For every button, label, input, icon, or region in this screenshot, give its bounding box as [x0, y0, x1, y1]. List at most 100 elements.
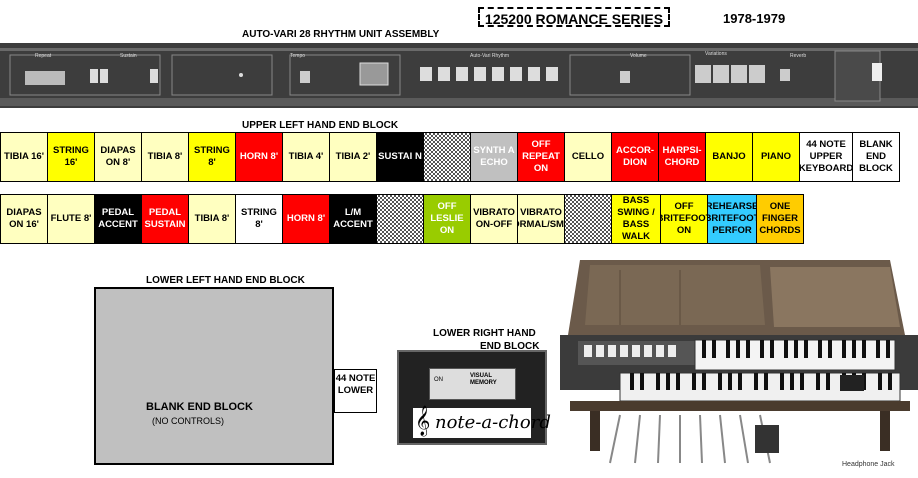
upper-tab-label: 44 NOTE UPPER KEYBOARD: [799, 139, 853, 174]
visual-memory-button[interactable]: ON VISUAL MEMORY: [429, 368, 516, 400]
rhythm-unit-photo: Repeat Sustain Tempo Auto-Vari Rhythm Vo…: [0, 43, 918, 108]
upper-tab-blank-9: [423, 132, 471, 182]
lower-tab-tibia-8[interactable]: TIBIA 8': [188, 194, 236, 244]
upper-tab-label: OFF REPEAT ON: [522, 139, 560, 174]
lower-tab-off-britefoot-on[interactable]: OFF BRITEFOOT ON: [660, 194, 708, 244]
upper-tab-row: TIBIA 16' STRING 16' DIAPAS ON 8' TIBIA 8' S…: [0, 132, 900, 182]
note-a-chord-photo: ON VISUAL MEMORY 𝄞 note-a-chord: [397, 350, 551, 445]
upper-tab-sustai-n[interactable]: SUSTAI N: [376, 132, 424, 182]
lower-right-block-title-line1: LOWER RIGHT HAND: [433, 328, 536, 339]
rhythm-unit-title: AUTO-VARI 28 RHYTHM UNIT ASSEMBLY: [242, 29, 440, 40]
upper-tab-label: CELLO: [571, 151, 605, 162]
lower-tab-string-8[interactable]: STRING 8': [235, 194, 283, 244]
upper-tab-label: TIBIA 4': [288, 151, 324, 162]
upper-tab-label: DIAPAS ON 8': [100, 145, 136, 168]
upper-tab-label: BLANK END BLOCK: [859, 139, 893, 174]
lower-tab-diapas-on-16[interactable]: DIAPAS ON 16': [0, 194, 48, 244]
upper-tab-label: TIBIA 16': [4, 151, 44, 162]
variations-label: Variations: [705, 51, 727, 57]
lower-tab-label: REHEARSE BRITEFOOT PERFOR: [707, 201, 757, 236]
note-44-lower-label: 44 NOTE LOWER: [335, 373, 376, 396]
upper-tab-label: STRING 16': [53, 145, 89, 168]
lower-tab-flute-8[interactable]: FLUTE 8': [47, 194, 95, 244]
lower-tab-rehearse-britefoot-perfor[interactable]: REHEARSE BRITEFOOT PERFOR: [707, 194, 757, 244]
lower-tab-label: PEDAL ACCENT: [98, 207, 138, 230]
lower-tab-bass-swing-bass-walk[interactable]: BASS SWING / BASS WALK: [611, 194, 661, 244]
sustain-label: Sustain: [120, 53, 137, 59]
upper-tab-label: STRING 8': [194, 145, 230, 168]
treble-clef-icon: 𝄞: [415, 406, 431, 436]
lower-tab-pedal-accent[interactable]: PEDAL ACCENT: [94, 194, 142, 244]
upper-tab-label: TIBIA 8': [147, 151, 183, 162]
lower-tab-row: DIAPAS ON 16' FLUTE 8' PEDAL ACCENT PEDAL S…: [0, 194, 804, 244]
blank-end-block-label: BLANK END BLOCK: [146, 401, 253, 413]
lower-tab-label: OFF BRITEFOOT ON: [661, 201, 707, 236]
upper-tab-label: HARPSI-CHORD: [662, 145, 702, 168]
repeat-label: Repeat: [35, 53, 52, 59]
series-title: 125200 ROMANCE SERIES: [478, 7, 670, 27]
lower-tab-label: BASS SWING / BASS WALK: [617, 195, 655, 242]
visual-memory-label: VISUAL MEMORY: [470, 373, 497, 386]
upper-tab-off-repeat-on[interactable]: OFF REPEAT ON: [517, 132, 565, 182]
lower-tab-label: VIBRATO ON-OFF: [473, 207, 515, 230]
upper-tab-banjo[interactable]: BANJO: [705, 132, 753, 182]
no-controls-label: (NO CONTROLS): [152, 416, 224, 426]
headphone-jack-caption: Headphone Jack: [842, 461, 895, 468]
lower-tab-label: ONE FINGER CHORDS: [759, 201, 801, 236]
upper-tab-string-8[interactable]: STRING 8': [188, 132, 236, 182]
upper-tab-accor-dion[interactable]: ACCOR-DION: [611, 132, 659, 182]
reverb-label: Reverb: [790, 53, 807, 59]
lower-tab-label: TIBIA 8': [194, 213, 230, 224]
lower-tab-off-leslie-on[interactable]: OFF LESLIE ON: [423, 194, 471, 244]
lower-tab-horn-8[interactable]: HORN 8': [282, 194, 330, 244]
lower-tab-label: HORN 8': [286, 213, 326, 224]
rhythm-unit-illustration: [0, 43, 918, 108]
upper-tab-harpsi-chord[interactable]: HARPSI-CHORD: [658, 132, 706, 182]
upper-tab-tibia-2[interactable]: TIBIA 2': [329, 132, 377, 182]
volume-label: Volume: [630, 53, 647, 59]
blank-end-block: [94, 287, 334, 465]
visual-memory-on-label: ON: [434, 377, 443, 383]
lower-tab-pedal-sustain[interactable]: PEDAL SUSTAIN: [141, 194, 189, 244]
upper-tab-cello[interactable]: CELLO: [564, 132, 612, 182]
lower-tab-l-m-accent[interactable]: L/M ACCENT: [329, 194, 377, 244]
upper-tab-diapas-on-8[interactable]: DIAPAS ON 8': [94, 132, 142, 182]
lower-tab-blank-12: [564, 194, 612, 244]
upper-tab-label: HORN 8': [239, 151, 279, 162]
upper-tab-label: TIBIA 2': [335, 151, 371, 162]
upper-tab-44-note-upper-keyboard[interactable]: 44 NOTE UPPER KEYBOARD: [799, 132, 853, 182]
note-44-lower-box: 44 NOTE LOWER: [334, 369, 377, 413]
upper-tab-tibia-8[interactable]: TIBIA 8': [141, 132, 189, 182]
upper-tab-label: SUSTAI N: [378, 151, 422, 162]
upper-tab-string-16[interactable]: STRING 16': [47, 132, 95, 182]
upper-tab-piano[interactable]: PIANO: [752, 132, 800, 182]
lower-tab-one-finger-chords[interactable]: ONE FINGER CHORDS: [756, 194, 804, 244]
lower-tab-label: FLUTE 8': [50, 213, 92, 224]
lower-right-block-title-line2: END BLOCK: [480, 341, 540, 352]
upper-tab-label: BANJO: [712, 151, 746, 162]
upper-tab-label: SYNTH A ECHO: [473, 145, 515, 168]
lower-tab-label: STRING 8': [241, 207, 277, 230]
note-a-chord-logo: 𝄞 note-a-chord: [413, 406, 551, 438]
upper-tab-blank-end-block[interactable]: BLANK END BLOCK: [852, 132, 900, 182]
upper-tab-synth-a-echo[interactable]: SYNTH A ECHO: [470, 132, 518, 182]
upper-tab-tibia-16[interactable]: TIBIA 16': [0, 132, 48, 182]
lower-tab-label: OFF LESLIE ON: [430, 201, 464, 236]
lower-tab-vibrato-on-off[interactable]: VIBRATO ON-OFF: [470, 194, 518, 244]
lower-tab-vibrato-normal-smal[interactable]: VIBRATO NORMAL/SMAL: [517, 194, 565, 244]
lower-tab-label: VIBRATO NORMAL/SMAL: [518, 207, 564, 230]
organ-illustration: [560, 255, 918, 473]
lower-tab-label: DIAPAS ON 16': [6, 207, 42, 230]
upper-tab-horn-8[interactable]: HORN 8': [235, 132, 283, 182]
lower-left-block-title: LOWER LEFT HAND END BLOCK: [146, 275, 305, 286]
upper-tab-tibia-4[interactable]: TIBIA 4': [282, 132, 330, 182]
lower-tab-label: PEDAL SUSTAIN: [144, 207, 186, 230]
lower-tab-label: L/M ACCENT: [333, 207, 373, 230]
tempo-label: Tempo: [290, 53, 306, 59]
upper-tab-label: ACCOR-DION: [616, 145, 654, 168]
note-a-chord-logo-text: note-a-chord: [435, 412, 551, 433]
upper-block-title: UPPER LEFT HAND END BLOCK: [242, 120, 399, 131]
organ-photo: Headphone Jack: [560, 255, 918, 473]
auto-vari-rhythm-label: Auto-Vari Rhythm: [470, 53, 510, 59]
years-label: 1978-1979: [723, 11, 786, 26]
